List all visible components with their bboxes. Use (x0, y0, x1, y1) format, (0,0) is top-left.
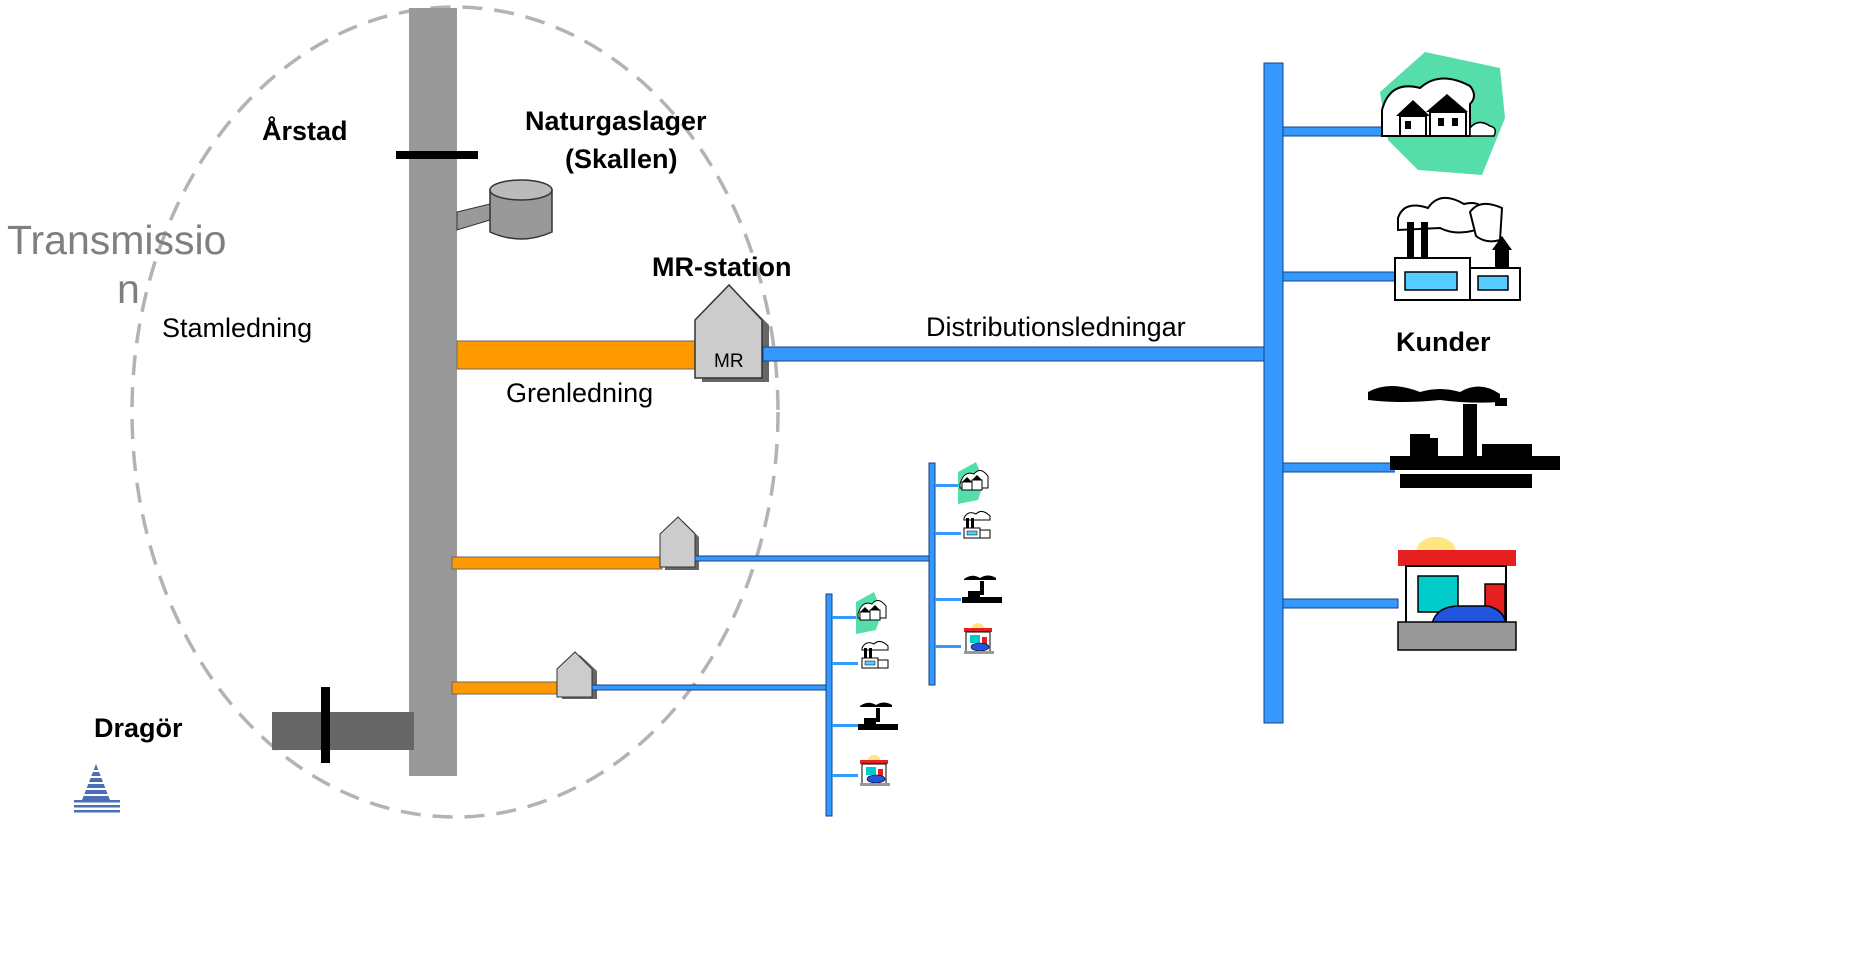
customer-line-gas-station (1282, 598, 1399, 609)
customer-line-2d (935, 645, 961, 648)
kunder-label: Kunder (1396, 327, 1491, 357)
grenledning-label: Grenledning (506, 378, 653, 408)
company-logo (74, 764, 120, 813)
naturgaslager-label-line1: Naturgaslager (525, 106, 707, 136)
dragor-label: Dragör (94, 713, 183, 743)
arstad-valve-marker (396, 151, 478, 159)
naturgaslager-label-line2: (Skallen) (565, 144, 678, 174)
industrial-plant-icon (1368, 386, 1560, 488)
gas-station-icon-small (859, 754, 891, 787)
factory-icon-small (963, 510, 991, 539)
factory-icon (1394, 197, 1521, 301)
customer-line-2b (935, 532, 961, 535)
customer-line-2a (935, 484, 961, 487)
distribution-line-3 (591, 684, 829, 691)
dragor-valve-marker (321, 687, 330, 763)
branch-pipe-2 (451, 556, 663, 570)
customer-line-house (1282, 126, 1399, 137)
house-icon (1380, 52, 1505, 175)
distribution-bus-3 (825, 593, 833, 817)
customer-line-2c (935, 598, 961, 601)
arstad-label: Årstad (262, 115, 348, 146)
customer-line-3a (832, 616, 858, 619)
transmission-label-line1: Transmissio (7, 217, 226, 263)
gas-station-icon (1397, 537, 1517, 651)
distribution-bus-2 (928, 462, 936, 686)
customer-line-3b (832, 662, 858, 665)
gas-station-icon-small (963, 622, 995, 655)
stamledning-label: Stamledning (162, 313, 312, 343)
distribution-bus-main (1263, 62, 1284, 724)
mr-label: MR (714, 351, 744, 372)
transmission-zone-circle (130, 5, 780, 819)
customer-line-3c (832, 724, 858, 727)
house-icon-small (957, 461, 989, 505)
distribution-main-line (762, 346, 1266, 362)
dragor-pipe (272, 712, 414, 750)
mr-station-icon (694, 283, 769, 382)
storage-tank-icon (456, 179, 553, 240)
customer-line-plant (1282, 462, 1399, 473)
mr-station-icon-2 (659, 516, 699, 570)
distribution-line-2 (694, 555, 932, 562)
mr-station-label: MR-station (652, 252, 791, 282)
customer-line-factory (1282, 271, 1399, 282)
main-branch-pipe (456, 340, 698, 370)
mr-station-icon-3 (556, 651, 597, 699)
factory-icon-small (861, 640, 889, 669)
customer-line-3d (832, 774, 858, 777)
plant-icon-small (962, 575, 1002, 603)
house-icon-small (855, 591, 887, 635)
plant-icon-small (858, 702, 898, 730)
distributionsledningar-label: Distributionsledningar (926, 312, 1186, 342)
branch-pipe-3 (451, 681, 561, 695)
trunk-pipe (409, 8, 457, 776)
transmission-label-line2: n (117, 266, 140, 312)
